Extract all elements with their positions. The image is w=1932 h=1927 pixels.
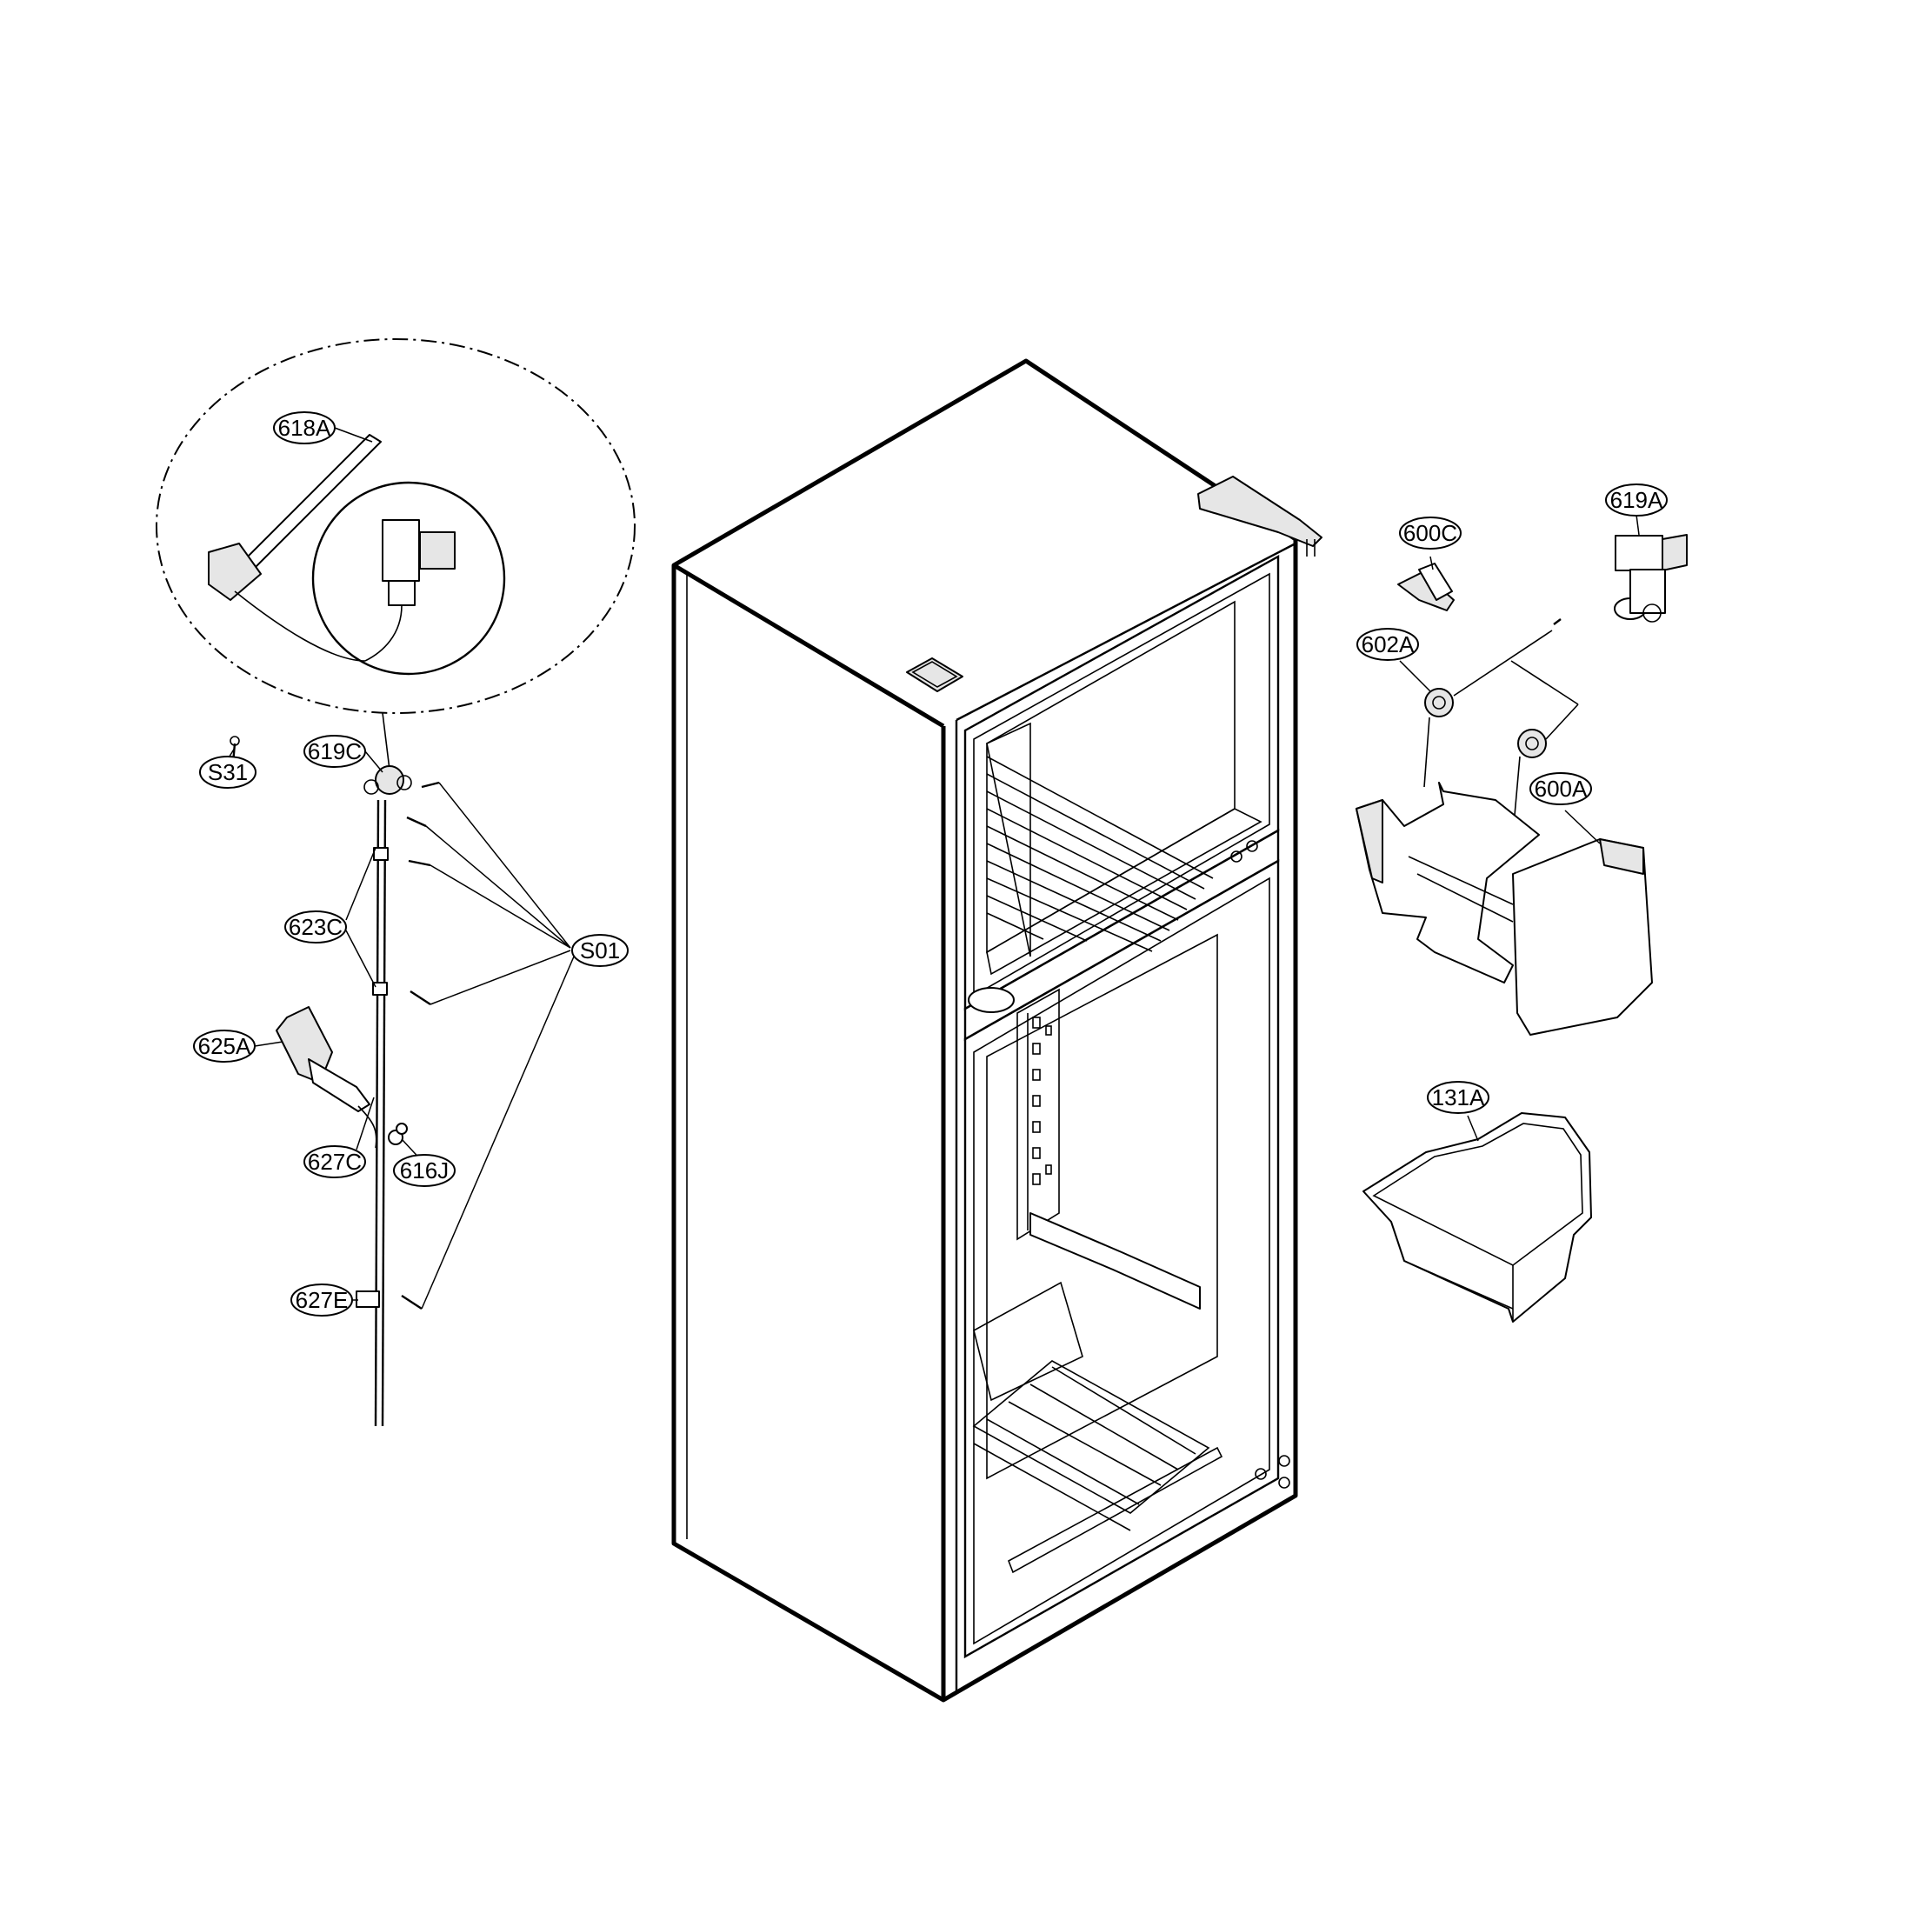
part-label-616J[interactable]: 616J (393, 1154, 456, 1187)
svg-text:619C: 619C (308, 738, 362, 764)
part-label-618A[interactable]: 618A (273, 411, 336, 444)
part-label-625A[interactable]: 625A (193, 1030, 256, 1063)
leader-lines (227, 427, 1640, 1310)
svg-text:623C: 623C (289, 914, 343, 940)
part-label-623C[interactable]: 623C (284, 910, 347, 943)
svg-text:602A: 602A (1362, 631, 1415, 657)
icemaker-clip-600c (1397, 563, 1455, 611)
svg-text:600C: 600C (1403, 520, 1457, 546)
svg-text:618A: 618A (278, 415, 331, 441)
part-label-S01[interactable]: S01 (571, 934, 629, 967)
fill-tube-heater (276, 1006, 377, 1149)
part-label-S31[interactable]: S31 (199, 756, 256, 789)
part-label-619A[interactable]: 619A (1605, 483, 1668, 517)
svg-text:619A: 619A (1610, 487, 1663, 513)
part-label-619C[interactable]: 619C (303, 735, 366, 768)
svg-text:600A: 600A (1535, 776, 1588, 802)
part-label-600C[interactable]: 600C (1399, 517, 1462, 550)
screws-s01 (401, 781, 440, 1310)
icemaker-600a (1356, 782, 1653, 1036)
svg-text:131A: 131A (1432, 1084, 1485, 1110)
water-valve-619a (1614, 534, 1688, 623)
svg-text:625A: 625A (198, 1033, 251, 1059)
solenoid-valve (364, 519, 456, 662)
part-label-600A[interactable]: 600A (1529, 772, 1592, 805)
svg-text:S31: S31 (208, 759, 248, 785)
refrigerator-cabinet (671, 358, 1322, 1703)
shelf-ladder-rail (1016, 988, 1060, 1241)
water-line-assembly (230, 712, 440, 1427)
part-label-627E[interactable]: 627E (290, 1284, 353, 1317)
part-label-131A[interactable]: 131A (1427, 1081, 1489, 1114)
part-label-602A[interactable]: 602A (1356, 628, 1419, 661)
ice-bin-131a (1362, 1112, 1592, 1323)
grommets-602a (1423, 618, 1579, 836)
water-valve-detail-bubble (156, 338, 636, 714)
svg-text:616J: 616J (400, 1157, 449, 1184)
part-label-627C[interactable]: 627C (303, 1145, 366, 1178)
svg-text:S01: S01 (580, 937, 620, 964)
svg-text:627C: 627C (308, 1149, 362, 1175)
crisper-floor-ribs (972, 1360, 1210, 1531)
svg-text:627E: 627E (296, 1287, 349, 1313)
